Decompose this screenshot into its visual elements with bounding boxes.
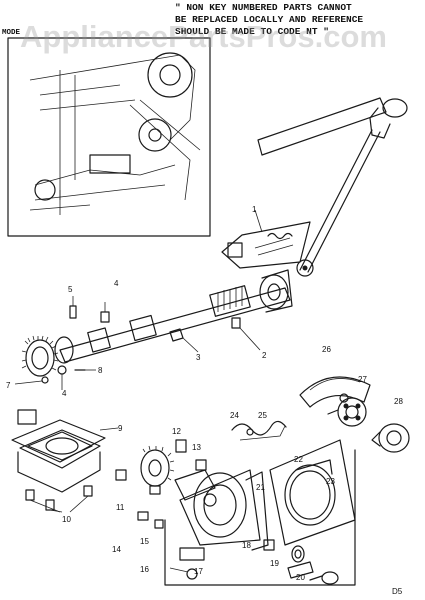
part-label-8: 8 — [98, 366, 103, 375]
part-label-12: 12 — [172, 427, 181, 436]
watermark: AppliancePartsPros.com — [20, 19, 387, 54]
part-label-18: 18 — [242, 541, 251, 550]
part-label-4: 4 — [114, 279, 119, 288]
part-label-21: 21 — [256, 483, 265, 492]
part-labels: 1 2 3 4 5 7 8 9 10 11 12 13 14 15 16 17 … — [6, 205, 403, 582]
part-28-bobbin — [371, 423, 410, 453]
shaft-screws — [14, 296, 261, 390]
parts-24-25-wire — [231, 420, 287, 441]
part-label-2: 2 — [262, 351, 267, 360]
part-label-28: 28 — [394, 397, 403, 406]
part-label-4b: 4 — [62, 389, 67, 398]
part-label-10: 10 — [62, 515, 71, 524]
part-21-shuttle-race — [269, 439, 356, 546]
machine-inset — [7, 37, 211, 237]
part-27-bobbin-case — [327, 397, 367, 427]
note-line-2: BE REPLACED LOCALLY AND REFERENCE — [175, 14, 363, 25]
part-label-24: 24 — [230, 411, 239, 420]
part-label-13: 13 — [192, 443, 201, 452]
part-label-14: 14 — [112, 545, 121, 554]
note-line-1: " NON KEY NUMBERED PARTS CANNOT — [175, 2, 352, 13]
part-9-plate — [11, 409, 119, 493]
part-10-screws — [25, 485, 93, 513]
part-label-7: 7 — [6, 381, 11, 390]
part-label-15: 15 — [140, 537, 149, 546]
part-label-5: 5 — [68, 285, 73, 294]
part-label-20: 20 — [296, 573, 305, 582]
part-26-shield — [299, 376, 371, 408]
part-label-22: 22 — [294, 455, 303, 464]
main-shaft — [21, 269, 293, 377]
part-1-bracket — [221, 209, 311, 269]
page-id: D5 — [392, 587, 403, 596]
part-label-16: 16 — [140, 565, 149, 574]
crank-lever-assembly — [257, 97, 408, 277]
part-label-1: 1 — [252, 205, 257, 214]
parts-18-20-studs — [263, 539, 339, 585]
note-line-3: SHOULD BE MADE TO CODE NT " — [175, 26, 329, 37]
part-label-25: 25 — [258, 411, 267, 420]
part-label-26: 26 — [322, 345, 331, 354]
part-label-9: 9 — [118, 424, 123, 433]
part-label-3: 3 — [196, 353, 201, 362]
model-label: MODE — [2, 29, 21, 37]
part-label-17: 17 — [194, 567, 203, 576]
part-label-27: 27 — [358, 375, 367, 384]
part-label-23: 23 — [326, 477, 335, 486]
part-label-11: 11 — [116, 503, 125, 512]
part-label-19: 19 — [270, 559, 279, 568]
hook-drive-gears — [115, 439, 216, 529]
